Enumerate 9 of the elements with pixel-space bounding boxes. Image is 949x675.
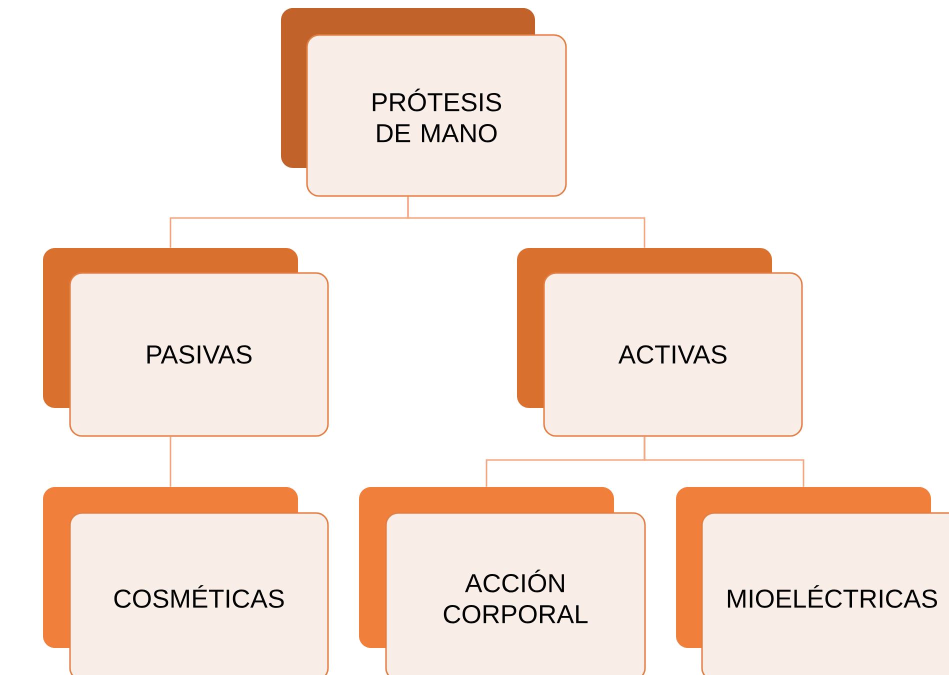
process-box: COSMÉTICAS [43,487,329,675]
connector-line [407,196,646,248]
process-box: PASIVAS [43,248,329,437]
process-box: MIOELÉCTRICAS [676,487,949,675]
connector-line [170,436,172,487]
process-box: ACCIÓN CORPORAL [359,487,646,675]
process-box: PRÓTESIS DE MANO [281,8,567,197]
connector-line [644,436,804,487]
process-box: ACTIVAS [517,248,803,437]
